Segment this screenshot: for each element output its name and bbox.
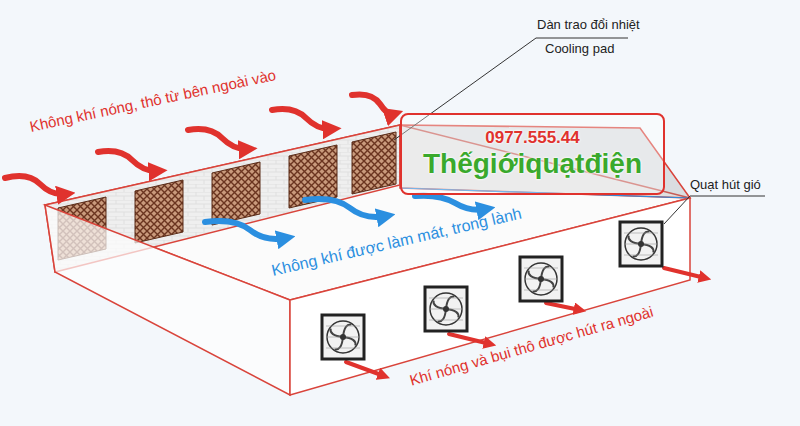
hot-air-arrows bbox=[5, 94, 394, 194]
exhaust-fan bbox=[322, 315, 364, 359]
watermark-box: 0977.555.44Thếgiớiquạtđiện bbox=[400, 113, 665, 195]
part-name: Cooling pad bbox=[545, 42, 614, 57]
exhaust-fan bbox=[520, 257, 562, 301]
watermark: Thếgiớiquạtđiện bbox=[423, 148, 642, 180]
part-name: Quạt hút gió bbox=[690, 178, 761, 193]
exhaust-fan bbox=[620, 222, 662, 266]
end-wall bbox=[45, 205, 290, 395]
part-name: Dàn trao đổi nhiệt bbox=[537, 18, 640, 33]
exhaust-fan bbox=[425, 287, 467, 331]
leader-lines bbox=[394, 38, 765, 224]
phone-number: 0977.555.44 bbox=[485, 128, 580, 148]
inflow-note: Không khí nóng, thô từ bên ngoài vào bbox=[28, 66, 277, 135]
